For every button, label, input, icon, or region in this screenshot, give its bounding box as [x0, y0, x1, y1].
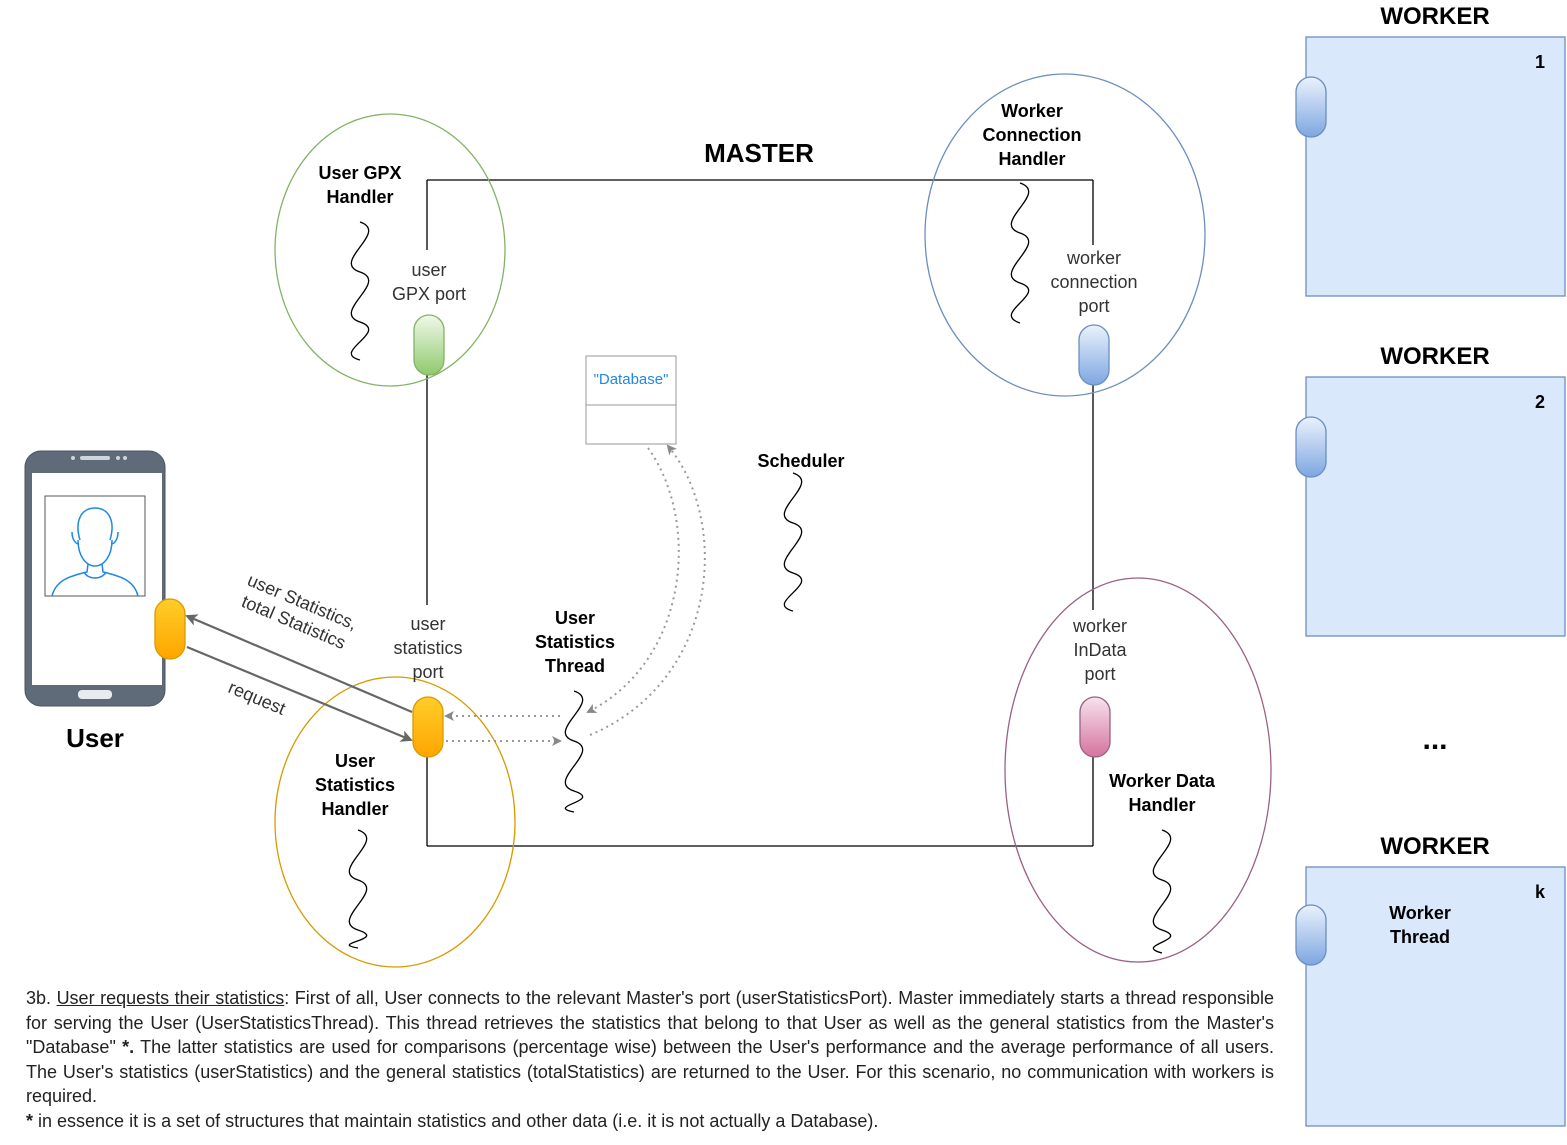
worker-1-id: 1	[1534, 52, 1545, 72]
user-statistics-port[interactable]	[412, 696, 444, 758]
user-statistics-handler-ellipse	[274, 676, 516, 968]
footnote-star: *	[26, 1110, 34, 1131]
worker-indata-port[interactable]	[1079, 696, 1111, 758]
database-to-thread-arrow	[586, 447, 680, 713]
user-gpx-port-label: user GPX port	[391, 260, 467, 304]
worker-1-title: WORKER	[1380, 3, 1490, 30]
worker-2-box	[1305, 376, 1566, 637]
user-avatar-icon	[51, 507, 139, 597]
worker-data-handler-label: Worker Data Handler	[1109, 771, 1215, 815]
master-box	[426, 179, 1094, 847]
worker-thread-label: Worker Thread	[1389, 903, 1451, 947]
user-statistics-handler-squiggle	[348, 829, 368, 949]
footnote-text: in essence it is a set of structures tha…	[33, 1110, 879, 1131]
worker-connection-handler-label: Worker Connection Handler	[982, 101, 1082, 169]
master-title: MASTER	[704, 138, 814, 168]
user-statistics-thread-label: User Statistics Thread	[534, 608, 616, 676]
worker-k-id: k	[1534, 882, 1545, 902]
user-gpx-handler-label: User GPX Handler	[318, 163, 402, 207]
scheduler-thread-squiggle	[783, 472, 803, 612]
scheduler-label: Scheduler	[757, 451, 845, 471]
worker-connection-thread-squiggle	[1010, 182, 1030, 324]
user-gpx-thread-squiggle	[350, 221, 370, 361]
description-heading: User requests their statistics	[56, 988, 285, 1008]
worker-2-id: 2	[1534, 392, 1545, 412]
scenario-description: 3b. User requests their statistics: Firs…	[26, 986, 1274, 1133]
user-gpx-handler-ellipse	[274, 113, 506, 387]
worker-2-title: WORKER	[1380, 343, 1490, 370]
worker-indata-port-label: worker InData port	[1072, 616, 1127, 684]
user-statistics-thread-squiggle	[564, 690, 584, 813]
response-arrow	[185, 614, 413, 714]
thread-to-database-arrow	[589, 444, 706, 736]
user-gpx-port[interactable]	[413, 314, 445, 376]
worker-connection-port[interactable]	[1078, 324, 1110, 386]
user-statistics-handler-label: User Statistics Handler	[314, 751, 396, 819]
request-arrow	[186, 645, 413, 742]
worker-k-port[interactable]	[1295, 904, 1327, 966]
worker-data-handler-ellipse	[1004, 577, 1272, 963]
description-body-2: The latter statistics are used for compa…	[26, 1037, 1275, 1106]
worker-k-box	[1305, 866, 1566, 1127]
description-star: *.	[122, 1037, 135, 1057]
database-label: "Database"	[593, 371, 669, 388]
user-port[interactable]	[154, 598, 186, 660]
description-prefix: 3b.	[26, 988, 57, 1008]
workers-ellipsis: ...	[1422, 723, 1448, 756]
worker-1-port[interactable]	[1295, 76, 1327, 138]
worker-connection-handler-ellipse	[924, 73, 1206, 397]
worker-data-thread-squiggle	[1152, 829, 1172, 954]
description-body: : First of all, User connects to the rel…	[26, 988, 1274, 1057]
worker-1-box	[1305, 36, 1566, 297]
database-box	[585, 355, 677, 445]
worker-k-title: WORKER	[1380, 833, 1490, 860]
user-label: User	[66, 723, 124, 753]
user-statistics-port-label: user statistics port	[393, 614, 463, 682]
worker-connection-port-label: worker connection port	[1050, 248, 1138, 316]
worker-2-port[interactable]	[1295, 416, 1327, 478]
